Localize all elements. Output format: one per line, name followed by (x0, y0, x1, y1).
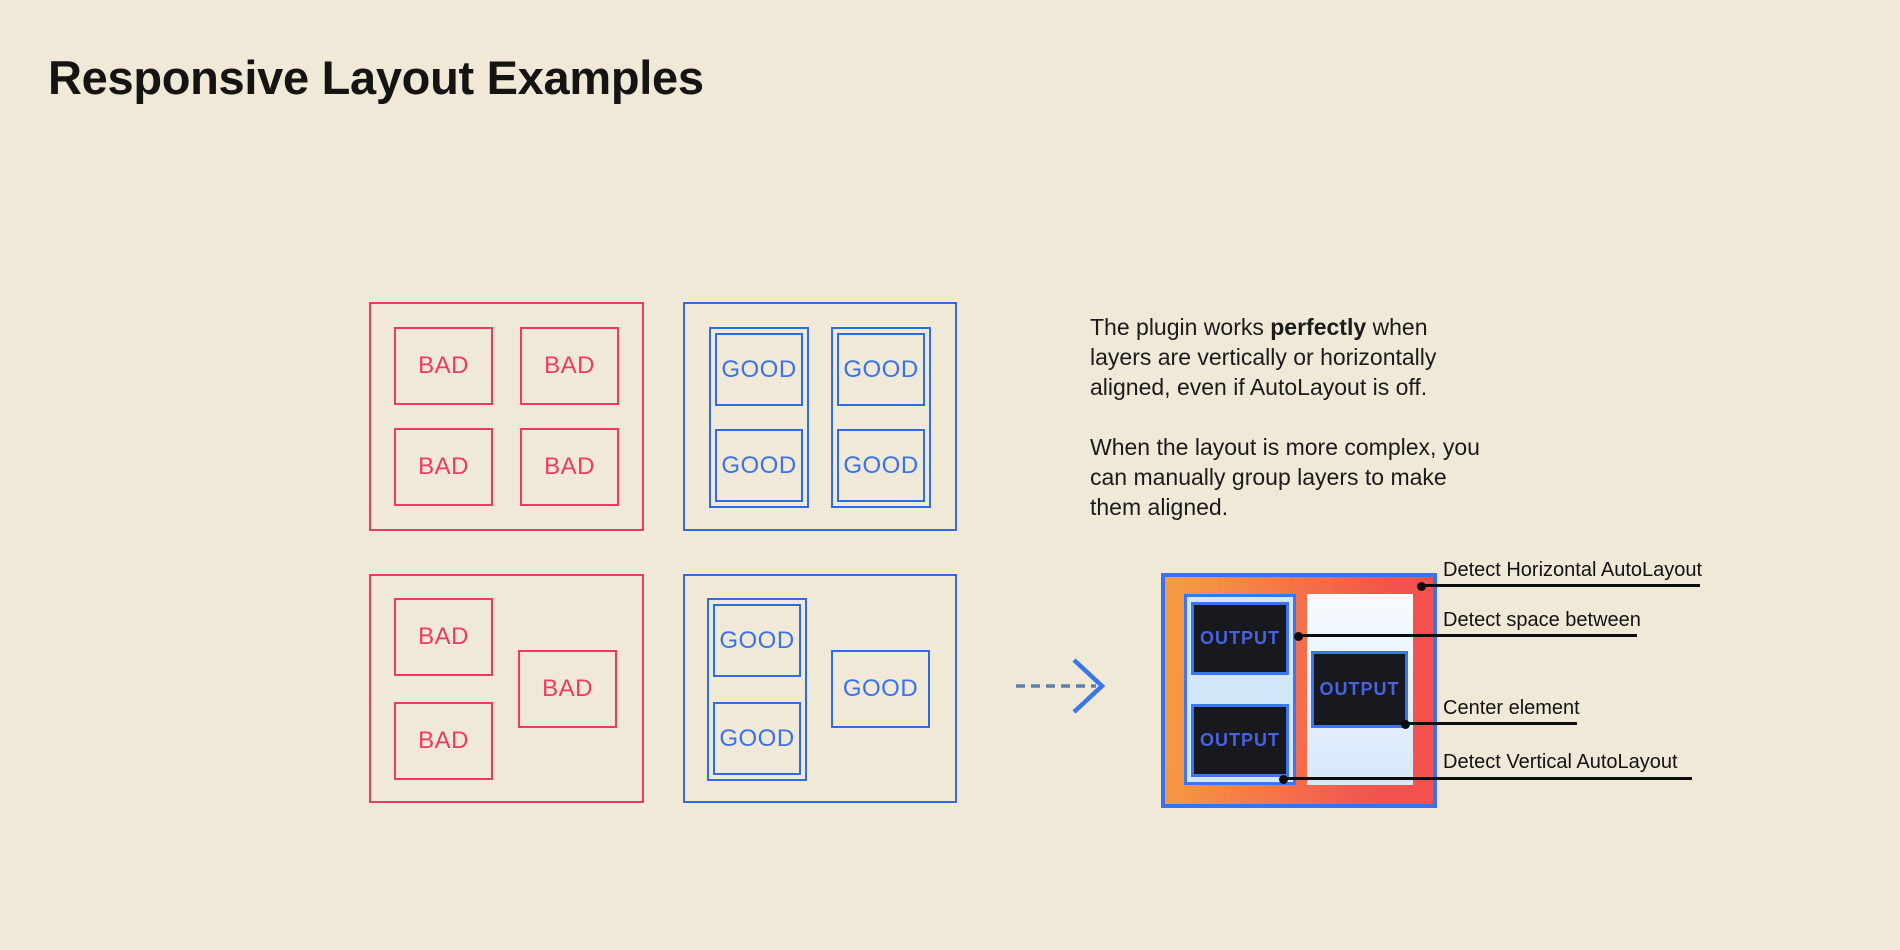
good-box: GOOD (713, 702, 801, 775)
description-paragraph-1: The plugin works perfectly when layers a… (1090, 314, 1437, 400)
callout-dot (1294, 632, 1303, 641)
callout-label-space-between: Detect space between (1443, 609, 1641, 631)
callout-line-space-between (1298, 634, 1637, 637)
bad-box: BAD (520, 327, 619, 405)
good-box: GOOD (713, 604, 801, 677)
output-box: OUTPUT (1191, 704, 1289, 777)
bad-box: BAD (520, 428, 619, 506)
callout-line-vertical-autolayout (1283, 777, 1692, 780)
callout-label-vertical-autolayout: Detect Vertical AutoLayout (1443, 751, 1678, 773)
good-frame-aligned: GOOD GOOD GOOD GOOD (683, 302, 957, 531)
good-box: GOOD (715, 429, 803, 502)
output-box: OUTPUT (1191, 602, 1289, 675)
good-box: GOOD (715, 333, 803, 406)
output-frame: OUTPUT OUTPUT OUTPUT (1161, 573, 1437, 808)
callout-label-horizontal-autolayout: Detect Horizontal AutoLayout (1443, 559, 1703, 581)
good-frame-grouped: GOOD GOOD GOOD (683, 574, 957, 803)
good-vertical-group: GOOD GOOD (709, 327, 809, 508)
bad-frame-misaligned: BAD BAD BAD (369, 574, 644, 803)
callout-label-center-element: Center element (1443, 697, 1580, 719)
bad-box: BAD (518, 650, 617, 728)
bad-box: BAD (394, 327, 493, 405)
callout-line-center-element (1405, 722, 1577, 725)
output-box-centered: OUTPUT (1311, 651, 1408, 728)
description-text: The plugin works perfectly when layers a… (1090, 312, 1480, 552)
bad-box: BAD (394, 702, 493, 780)
bad-box: BAD (394, 428, 493, 506)
callout-dot (1401, 720, 1410, 729)
good-vertical-group: GOOD GOOD (707, 598, 807, 781)
output-vertical-autolayout-group: OUTPUT OUTPUT (1184, 594, 1296, 785)
arrow-right-icon (1016, 658, 1106, 714)
callout-dot (1417, 582, 1426, 591)
page-title: Responsive Layout Examples (48, 51, 704, 104)
good-vertical-group: GOOD GOOD (831, 327, 931, 508)
description-paragraph-2: When the layout is more complex, you can… (1090, 434, 1480, 520)
callout-dot (1279, 775, 1288, 784)
callout-line-horizontal-autolayout (1421, 584, 1700, 587)
bad-box: BAD (394, 598, 493, 676)
good-box: GOOD (837, 333, 925, 406)
good-box: GOOD (831, 650, 930, 728)
good-box: GOOD (837, 429, 925, 502)
bad-frame-aligned: BAD BAD BAD BAD (369, 302, 644, 531)
